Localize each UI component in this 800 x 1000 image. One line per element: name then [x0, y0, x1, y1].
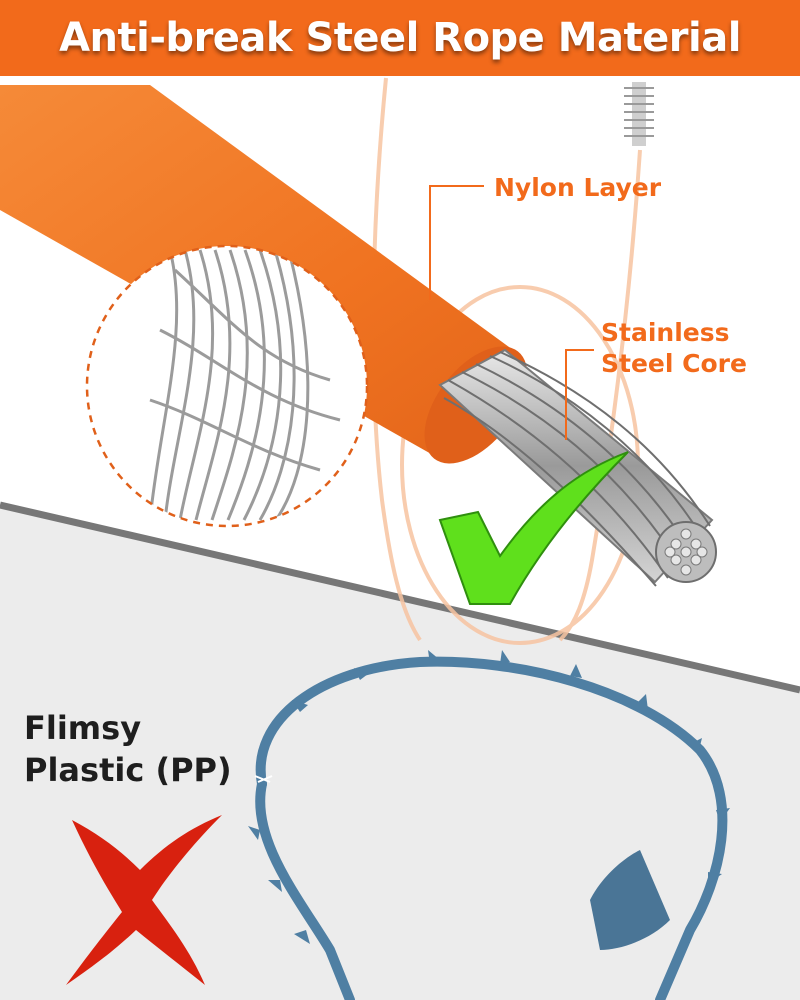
steel-leader-line [565, 349, 594, 440]
check-mark-icon [438, 451, 629, 605]
flimsy-plastic-label: Flimsy Plastic (PP) [24, 707, 232, 791]
nylon-layer-label: Nylon Layer [494, 173, 662, 202]
steel-core-label: Stainless Steel Core [601, 317, 747, 379]
plastic-strip-loop [248, 650, 730, 1000]
flimsy-plastic-label-line1: Flimsy [24, 709, 142, 747]
lower-panel-background [0, 505, 800, 1000]
cross-mark-icon [66, 815, 222, 985]
brush-tip [624, 82, 654, 146]
break-point [254, 775, 273, 783]
banner-title: Anti-break Steel Rope Material [59, 15, 741, 61]
nylon-leader-line [429, 185, 484, 300]
title-banner: Anti-break Steel Rope Material [0, 0, 800, 76]
steel-core [438, 348, 717, 587]
magnified-strands [85, 244, 369, 528]
flimsy-plastic-label-line2: Plastic (PP) [24, 751, 232, 789]
steel-core-label-line1: Stainless [601, 318, 730, 347]
steel-core-label-line2: Steel Core [601, 349, 747, 378]
